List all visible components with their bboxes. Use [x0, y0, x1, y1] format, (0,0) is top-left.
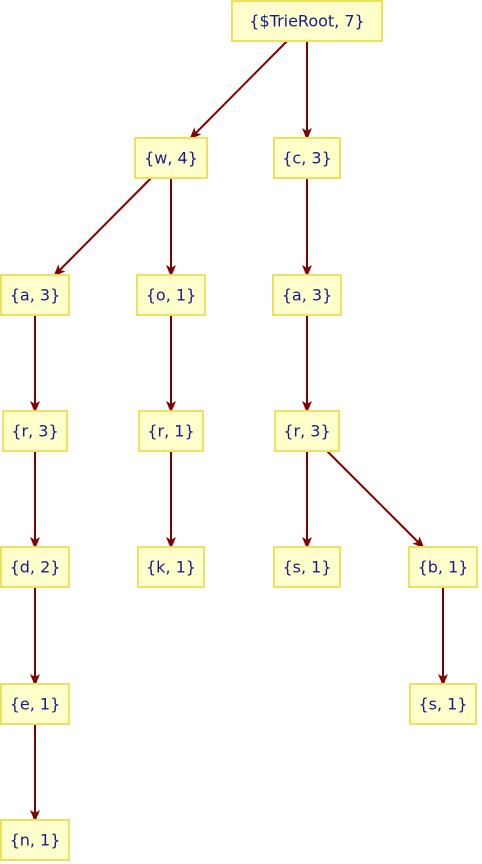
node-box — [273, 546, 341, 588]
node-box — [2, 410, 68, 452]
node-box — [0, 683, 70, 725]
node-box — [136, 274, 206, 316]
node-label: {r, 3} — [283, 422, 330, 441]
tree-node: {a, 3} — [0, 274, 70, 316]
edge-w4-to-a3_w — [53, 177, 152, 277]
node-box — [137, 546, 205, 588]
node-label: {w, 4} — [144, 149, 198, 168]
node-label: {k, 1} — [146, 558, 196, 577]
node-box — [274, 410, 340, 452]
node-box — [273, 137, 341, 179]
node-label: {a, 3} — [282, 286, 333, 305]
tree-node: {a, 3} — [272, 274, 342, 316]
node-label: {d, 2} — [10, 558, 61, 577]
tree-node: {r, 3} — [2, 410, 68, 452]
tree-node: {w, 4} — [134, 137, 208, 179]
edges-layer — [30, 40, 448, 822]
node-label: {s, 1} — [418, 695, 467, 714]
node-box — [138, 410, 204, 452]
node-label: {n, 1} — [10, 831, 61, 850]
node-label: {e, 1} — [10, 695, 61, 714]
tree-node: {n, 1} — [0, 819, 70, 861]
edge-root-to-w4 — [189, 40, 288, 140]
node-label: {a, 3} — [10, 286, 61, 305]
node-label: {r, 3} — [11, 422, 58, 441]
tree-node: {$TrieRoot, 7} — [231, 0, 383, 42]
node-box — [0, 274, 70, 316]
node-box — [408, 546, 478, 588]
tree-node: {b, 1} — [408, 546, 478, 588]
node-label: {r, 1} — [147, 422, 194, 441]
node-box — [409, 683, 477, 725]
tree-node: {k, 1} — [137, 546, 205, 588]
node-box — [231, 0, 383, 42]
tree-node: {s, 1} — [409, 683, 477, 725]
node-label: {o, 1} — [146, 286, 197, 305]
node-label: {s, 1} — [282, 558, 331, 577]
tree-node: {d, 2} — [0, 546, 70, 588]
tree-node: {r, 3} — [274, 410, 340, 452]
node-box — [272, 274, 342, 316]
tree-node: {e, 1} — [0, 683, 70, 725]
node-box — [0, 819, 70, 861]
tree-node: {o, 1} — [136, 274, 206, 316]
edge-r3_c-to-b1 — [326, 450, 425, 549]
tree-node: {c, 3} — [273, 137, 341, 179]
node-box — [134, 137, 208, 179]
node-box — [0, 546, 70, 588]
tree-node: {s, 1} — [273, 546, 341, 588]
node-label: {c, 3} — [282, 149, 332, 168]
node-label: {$TrieRoot, 7} — [249, 12, 364, 31]
node-label: {b, 1} — [418, 558, 469, 577]
tree-node: {r, 1} — [138, 410, 204, 452]
